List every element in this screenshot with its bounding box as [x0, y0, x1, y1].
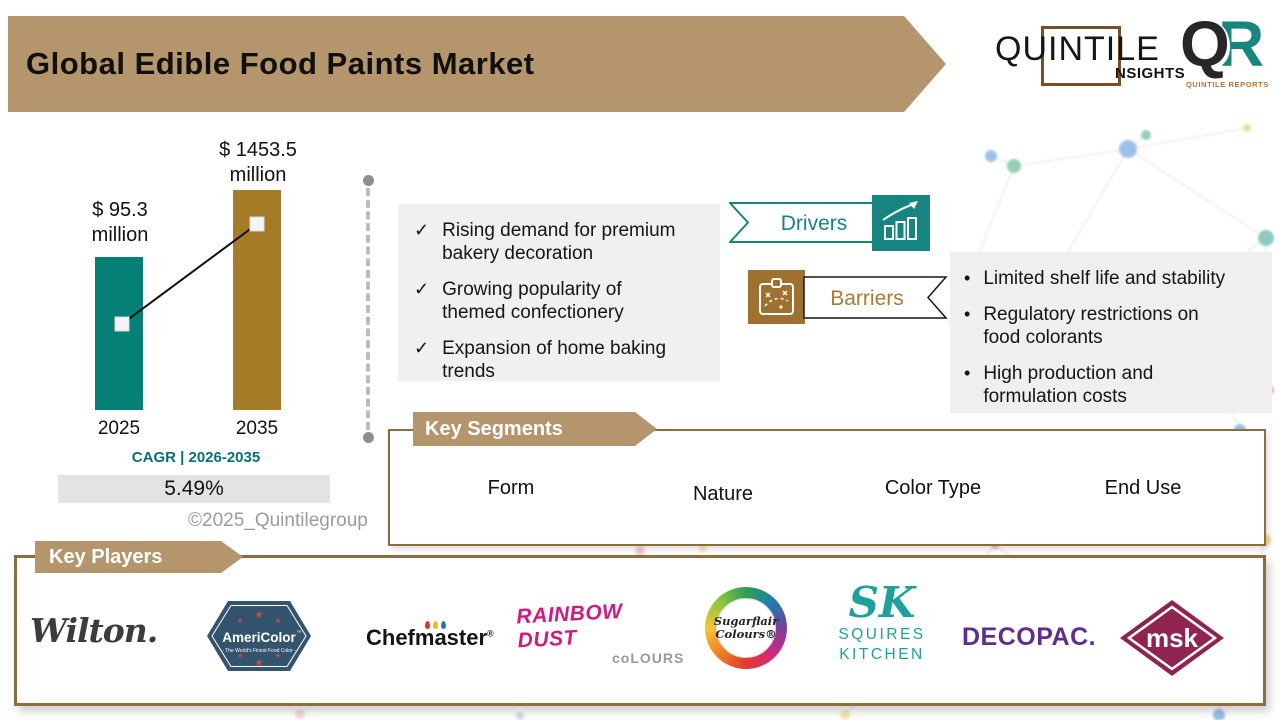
bar-2025 [95, 257, 143, 410]
axis-label-2025: 2025 [97, 418, 141, 439]
barriers-panel: • Limited shelf life and stability • Reg… [950, 252, 1272, 413]
driver-2-line1: Growing popularity of [442, 279, 622, 300]
barrier-item-text: High production and formulation costs [983, 362, 1153, 408]
barrier-1-line1: Limited shelf life and stability [983, 268, 1226, 289]
driver-3-line1: Expansion of home baking [442, 338, 667, 359]
driver-3-line2: trends [442, 361, 495, 382]
quintile-insights-logo: QUINTILE NSIGHTS [995, 26, 1185, 88]
driver-1-line2: bakery decoration [442, 243, 594, 264]
growth-chart-icon [872, 195, 930, 251]
barrier-3-line1: High production and [983, 363, 1154, 384]
star-icon: ★ [275, 652, 281, 660]
check-icon: ✓ [414, 338, 430, 358]
logo-rainbow-dust: RAINBOW DUST coLOURS [516, 600, 687, 666]
logo-msk: msk [1120, 600, 1224, 676]
logo-americolor: ★ ★ ★ AmeriColor ™ - The World's Finest … [207, 601, 311, 671]
barrier-item: • Regulatory restrictions on food colora… [964, 303, 1264, 349]
driver-item: ✓ Rising demand for premium bakery decor… [414, 219, 710, 265]
driver-item-text: Growing popularity of themed confectione… [442, 278, 624, 324]
logo-wilton: Wilton. [30, 611, 158, 650]
driver-item: ✓ Expansion of home baking trends [414, 337, 710, 383]
driver-1-line1: Rising demand for premium [442, 220, 676, 241]
strategy-clipboard-icon [748, 270, 805, 324]
qr-caption: QUINTILE REPORTS [1186, 80, 1269, 89]
header-banner: Global Edible Food Paints Market [8, 16, 946, 112]
barrier-3-line2: formulation costs [983, 386, 1127, 407]
sugarflair-line2: Colours® [715, 627, 777, 641]
driver-item-text: Rising demand for premium bakery decorat… [442, 219, 675, 265]
chefmaster-wordmark: Chefmaster® [366, 625, 494, 651]
barriers-label: Barriers [830, 287, 904, 310]
chart-trend-line-graphic [114, 216, 265, 332]
star-icon: ★ [255, 658, 264, 669]
msk-wordmark: msk [1146, 623, 1199, 653]
driver-item: ✓ Growing popularity of themed confectio… [414, 278, 710, 324]
star-icon: ★ [275, 617, 281, 625]
page-title: Global Edible Food Paints Market [26, 46, 535, 81]
sk-monogram: SK [848, 578, 916, 627]
driver-2-line2: themed confectionery [442, 302, 624, 323]
driver-item-text: Expansion of home baking trends [442, 337, 666, 383]
value-2025-line2: million [91, 224, 149, 246]
value-2035-line2: million [229, 164, 287, 186]
segment-label-form: Form [487, 477, 535, 499]
key-segments-box [388, 429, 1266, 546]
sugarflair-line1: Sugarflair [713, 614, 779, 628]
value-2035-line1: $ 1453.5 [219, 139, 297, 161]
segment-label-end-use: End Use [1104, 477, 1182, 499]
drivers-ribbon: Drivers [729, 202, 878, 243]
drivers-label: Drivers [781, 212, 848, 235]
qi-sub-wordmark: NSIGHTS [1115, 65, 1186, 82]
cagr-value-box: 5.49% [58, 475, 330, 503]
key-players-banner: Key Players [35, 541, 243, 573]
key-segments-banner: Key Segments [413, 412, 657, 446]
barrier-2-line1: Regulatory restrictions on [983, 304, 1199, 325]
barrier-item-text: Regulatory restrictions on food colorant… [983, 303, 1198, 349]
barrier-item-text: Limited shelf life and stability [983, 267, 1225, 290]
qr-letter-q: Q [1180, 8, 1230, 80]
barrier-item: • Limited shelf life and stability [964, 267, 1264, 290]
rainbow-dust-wordmark: RAINBOW DUST [515, 599, 624, 653]
check-icon: ✓ [414, 220, 430, 240]
logo-squires-kitchen: SK SQUIRES KITCHEN [830, 582, 934, 664]
qi-box-outline-icon [1041, 26, 1121, 86]
value-2025-line1: $ 95.3 [92, 199, 148, 221]
drivers-panel: ✓ Rising demand for premium bakery decor… [398, 204, 720, 383]
qr-letter-r: R [1218, 8, 1265, 80]
rainbow-dust-colours: coLOURS [612, 650, 685, 666]
segment-label-color-type: Color Type [884, 477, 982, 499]
barriers-ribbon: Barriers [803, 276, 948, 319]
section-divider [363, 175, 374, 443]
trend-marker-2025-icon [114, 316, 130, 332]
qi-wordmark: QUINTILE [995, 30, 1160, 68]
star-icon: ★ [237, 652, 243, 660]
watermark-text: ©2025_Quintilegroup [188, 510, 368, 531]
logo-decopac: DECOPAC. [962, 623, 1097, 651]
americolor-wordmark: AmeriColor [222, 630, 296, 645]
chefmaster-text: Chefmaster [366, 625, 488, 650]
segment-label-nature: Nature [692, 483, 754, 505]
bar-value-label-2025: $ 95.3 million [60, 198, 180, 248]
squires-text: SQUIRES [838, 626, 926, 643]
cagr-label: CAGR | 2026-2035 [131, 449, 261, 466]
bullet-icon: • [964, 363, 971, 383]
kitchen-text: KITCHEN [839, 646, 925, 663]
bar-value-label-2035: $ 1453.5 million [198, 138, 318, 188]
trend-marker-2035-icon [249, 216, 265, 232]
bullet-icon: • [964, 268, 971, 288]
star-icon: ★ [255, 610, 264, 621]
barrier-item: • High production and formulation costs [964, 362, 1264, 408]
barrier-2-line2: food colorants [983, 327, 1103, 348]
star-icon: ★ [237, 617, 243, 625]
bullet-icon: • [964, 304, 971, 324]
color-drops-icon [423, 616, 447, 634]
americolor-tagline: - The World's Finest Food Color - [222, 648, 296, 654]
sugarflair-center: Sugarflair Colours® [713, 598, 779, 658]
check-icon: ✓ [414, 279, 430, 299]
axis-label-2035: 2035 [235, 418, 279, 439]
logo-sugarflair: Sugarflair Colours® [705, 587, 787, 669]
quintile-reports-logo: R Q QUINTILE REPORTS [1180, 12, 1280, 96]
americolor-tm: ™ [297, 630, 302, 636]
chefmaster-reg: ® [487, 628, 494, 639]
